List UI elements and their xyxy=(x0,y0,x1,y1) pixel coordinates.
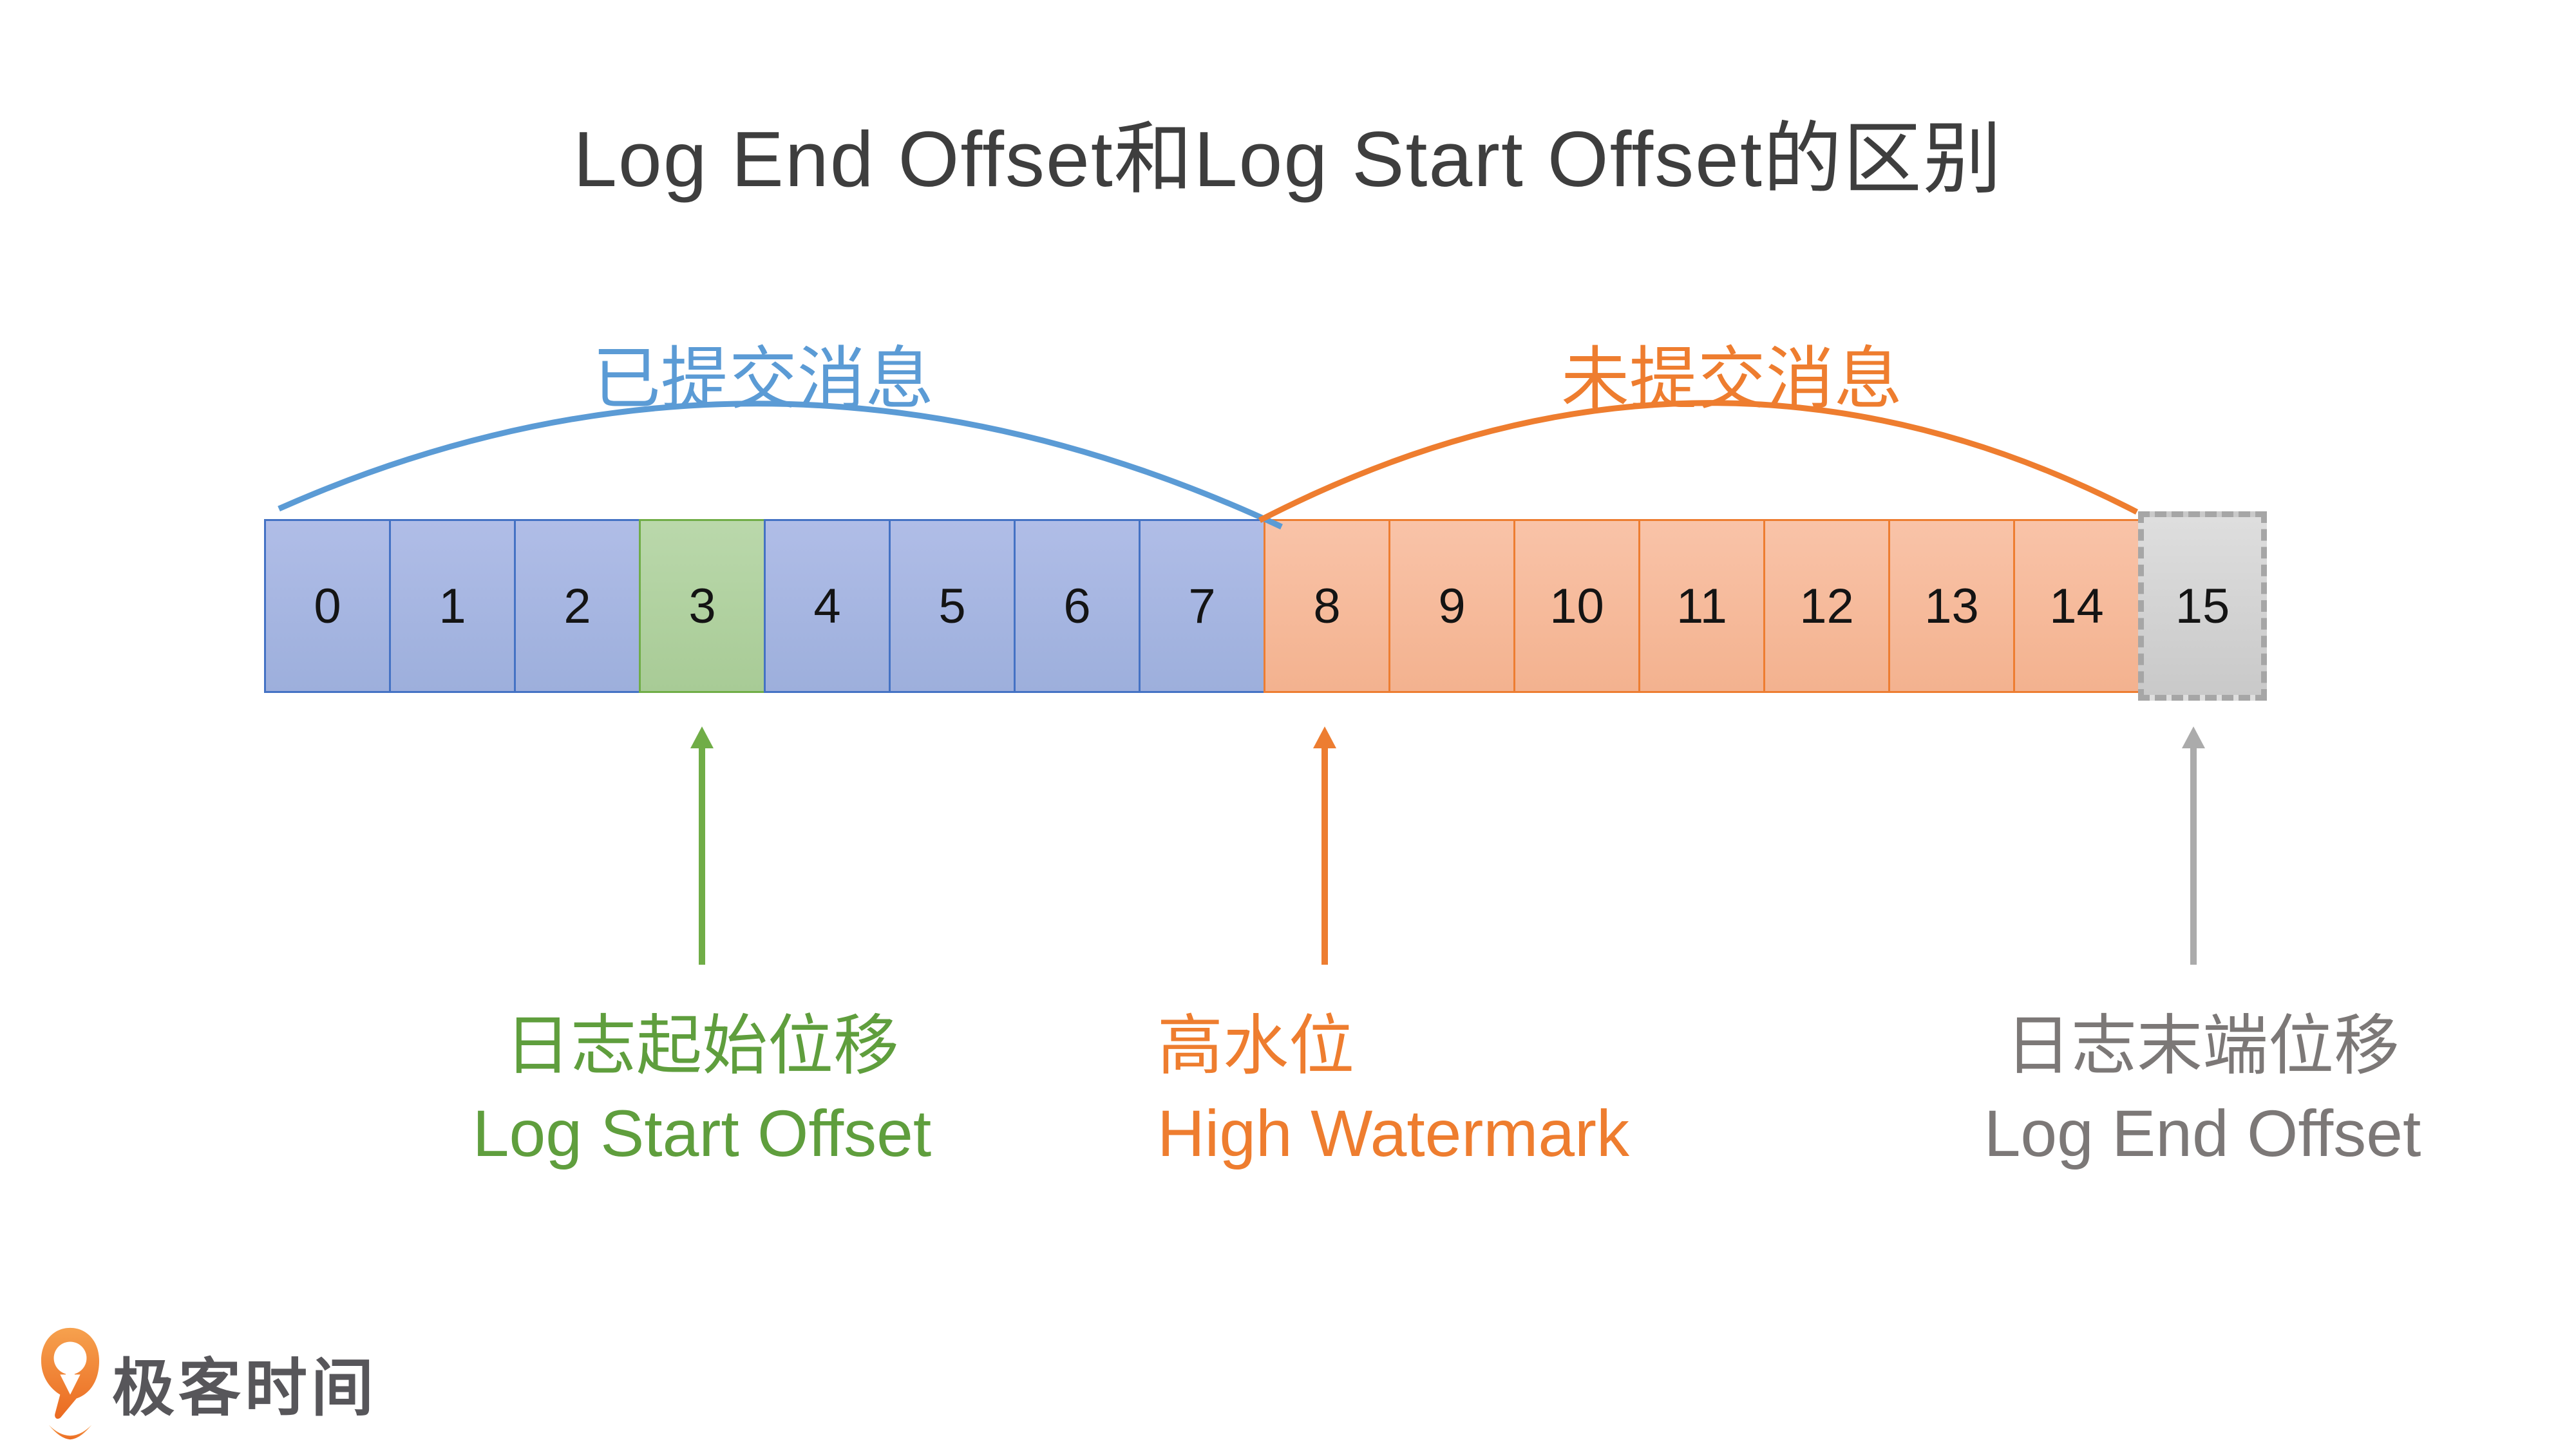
log-cell-12: 12 xyxy=(1763,519,1890,693)
high-watermark-arrow xyxy=(1313,726,1336,965)
log-cell-4: 4 xyxy=(764,519,891,693)
geektime-logo-icon xyxy=(41,1327,100,1440)
log-cell-10: 10 xyxy=(1513,519,1640,693)
log-cell-0: 0 xyxy=(264,519,391,693)
log-cell-5: 5 xyxy=(889,519,1016,693)
geektime-logo-text: 极客时间 xyxy=(112,1353,377,1423)
log-cell-15-log-end: 15 xyxy=(2138,511,2267,701)
log-cell-13: 13 xyxy=(1888,519,2015,693)
log-start-offset-label: 日志起始位移 Log Start Offset xyxy=(283,1002,1121,1177)
log-start-offset-label-zh: 日志起始位移 xyxy=(505,1009,899,1083)
high-watermark-label-zh: 高水位 xyxy=(1157,1009,1354,1083)
log-cell-11: 11 xyxy=(1638,519,1765,693)
log-end-offset-label-en: Log End Offset xyxy=(1984,1097,2421,1170)
log-cell-3-log-start: 3 xyxy=(639,519,766,693)
high-watermark-label-en: High Watermark xyxy=(1157,1097,1630,1170)
high-watermark-label: 高水位 High Watermark xyxy=(1157,1002,2059,1177)
log-start-arrow xyxy=(690,726,714,965)
log-end-offset-label-zh: 日志末端位移 xyxy=(2005,1009,2400,1083)
log-cell-6: 6 xyxy=(1014,519,1141,693)
log-end-offset-label: 日志末端位移 Log End Offset xyxy=(1784,1002,2576,1177)
log-cell-7: 7 xyxy=(1139,519,1265,693)
log-end-arrow xyxy=(2182,726,2205,965)
log-cell-9: 9 xyxy=(1388,519,1515,693)
uncommitted-messages-label: 未提交消息 xyxy=(1561,341,1902,417)
log-cell-8-high-watermark: 8 xyxy=(1264,519,1390,693)
log-cell-2: 2 xyxy=(514,519,641,693)
diagram-title: Log End Offset和Log Start Offset的区别 xyxy=(573,115,2003,203)
geektime-logo: 极客时间 xyxy=(39,1325,377,1445)
committed-messages-label: 已提交消息 xyxy=(592,341,934,417)
log-cell-1: 1 xyxy=(389,519,516,693)
log-cell-14: 14 xyxy=(2013,519,2140,693)
log-start-offset-label-en: Log Start Offset xyxy=(472,1097,932,1170)
log-segments-row: 0 1 2 3 4 5 6 7 8 9 10 11 12 13 14 15 xyxy=(264,511,2267,701)
